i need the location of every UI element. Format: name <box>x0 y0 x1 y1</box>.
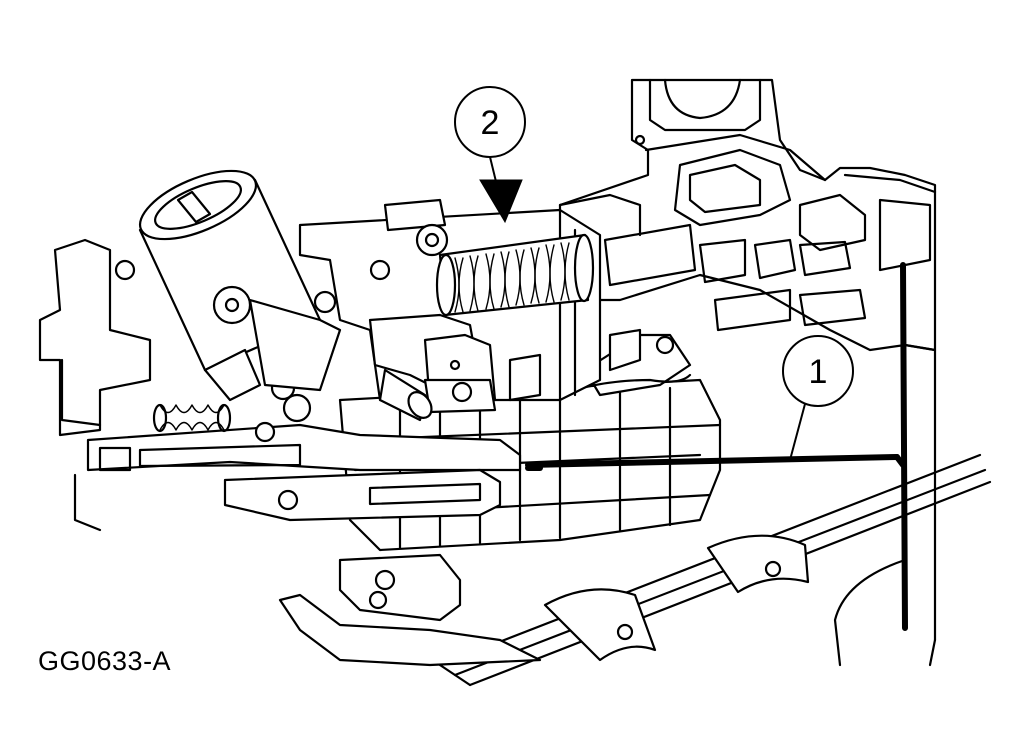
transmission-case-casting <box>558 78 937 667</box>
figure-id-label: GG0633-A <box>38 646 172 676</box>
callout-2-label: 2 <box>481 104 500 142</box>
accumulator-spring <box>435 233 595 317</box>
callout-1-leader <box>789 403 806 461</box>
callout-2: 2 <box>454 86 526 224</box>
callout-2-arrowhead <box>479 179 523 224</box>
servo-cylinder <box>138 169 342 423</box>
callout-1-label: 1 <box>809 353 828 391</box>
t-handle-tool <box>525 262 908 631</box>
callout-1-circle <box>782 335 854 407</box>
small-return-spring <box>152 403 232 433</box>
callout-1: 1 <box>782 335 854 461</box>
